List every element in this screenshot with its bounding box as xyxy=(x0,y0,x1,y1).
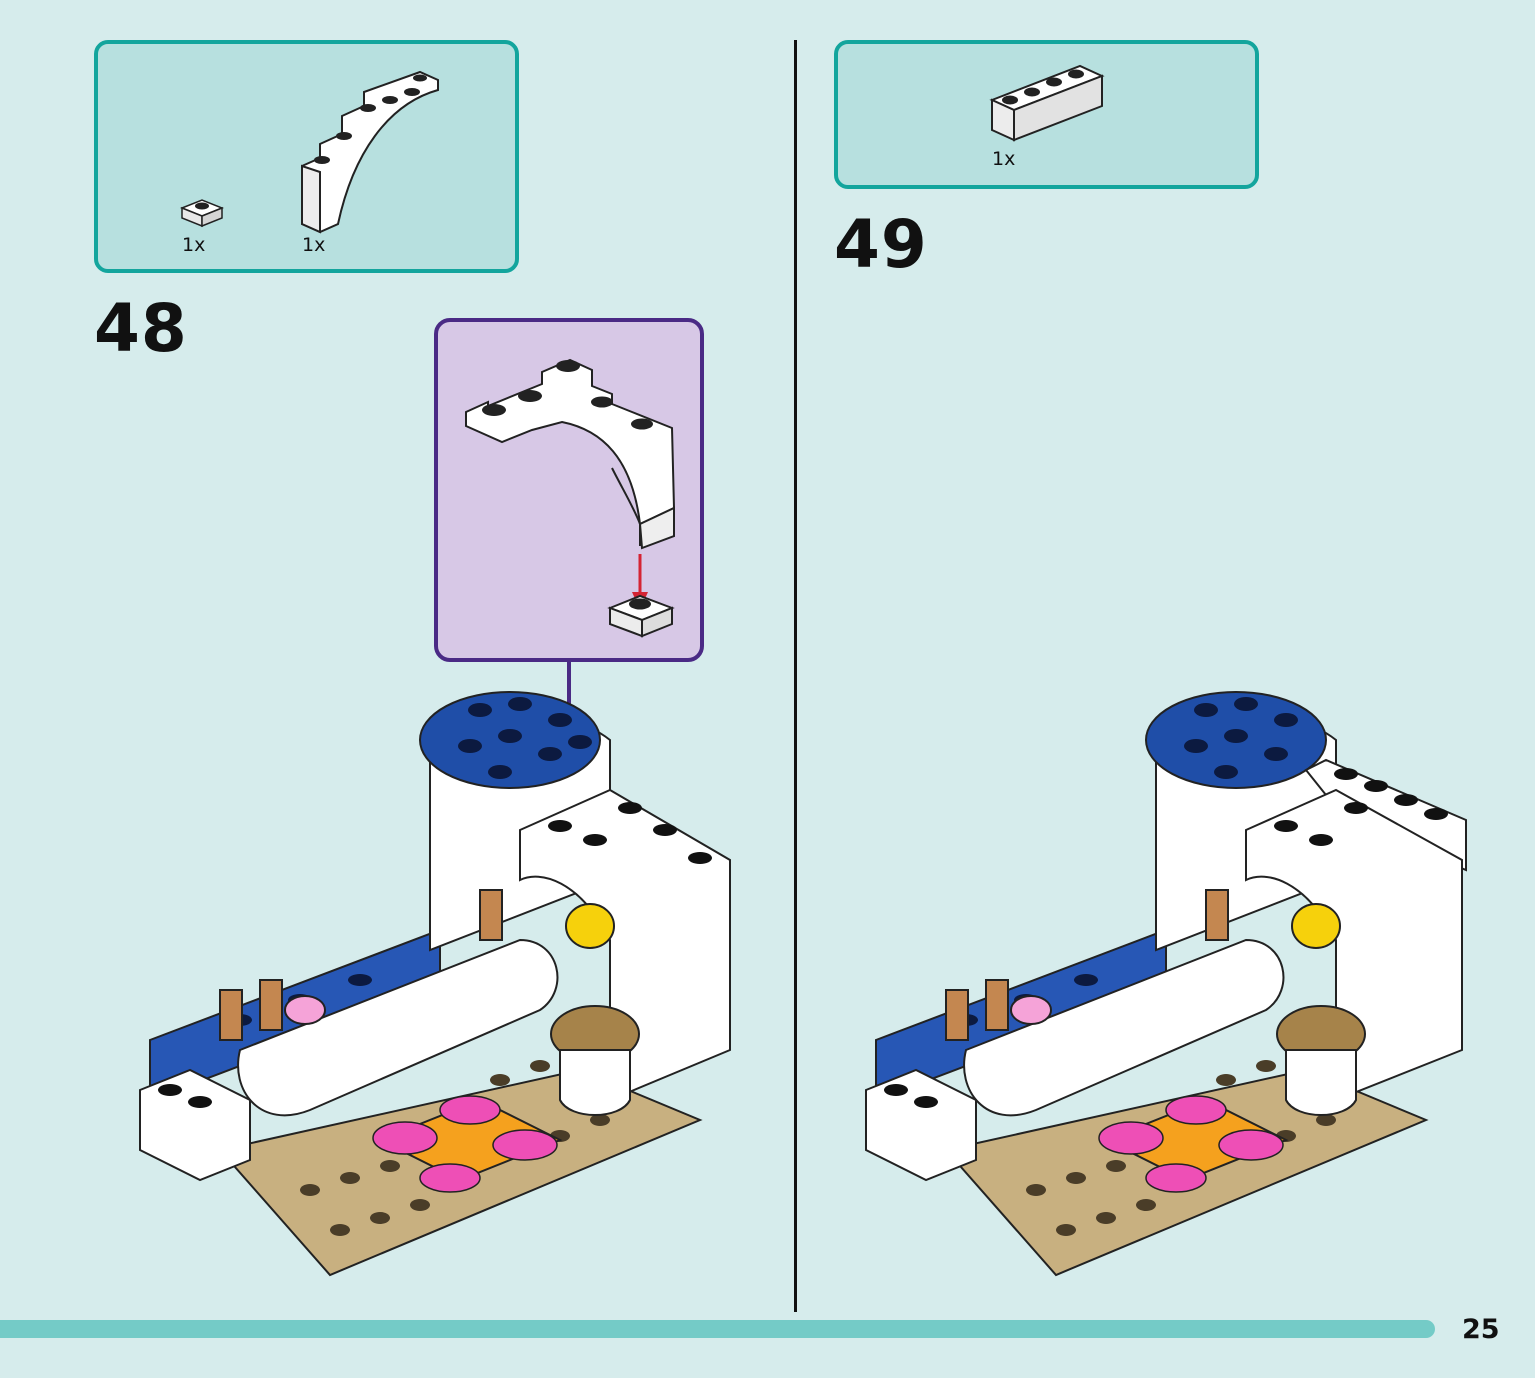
subassembly-callout xyxy=(434,318,704,662)
parts-box-step-49: 1x xyxy=(834,40,1259,189)
parts-box-step-48: 1x 1x xyxy=(94,40,519,273)
part-qty: 1x xyxy=(182,234,206,256)
bathroom-build-illustration xyxy=(139,691,731,1277)
part-qty: 1x xyxy=(302,234,326,256)
page-number: 25 xyxy=(1462,1314,1500,1345)
step-number: 49 xyxy=(834,206,928,283)
progress-bar xyxy=(0,1320,1435,1338)
bathroom-build-illustration xyxy=(865,691,1467,1277)
step-number: 48 xyxy=(94,290,188,367)
arch-1x5x4-icon xyxy=(301,70,439,234)
arch-attach-illustration xyxy=(465,358,676,638)
brick-1x4-icon xyxy=(989,64,1105,142)
part-qty: 1x xyxy=(992,148,1016,170)
page-divider xyxy=(794,40,797,1312)
plate-1x1-icon xyxy=(179,199,225,228)
